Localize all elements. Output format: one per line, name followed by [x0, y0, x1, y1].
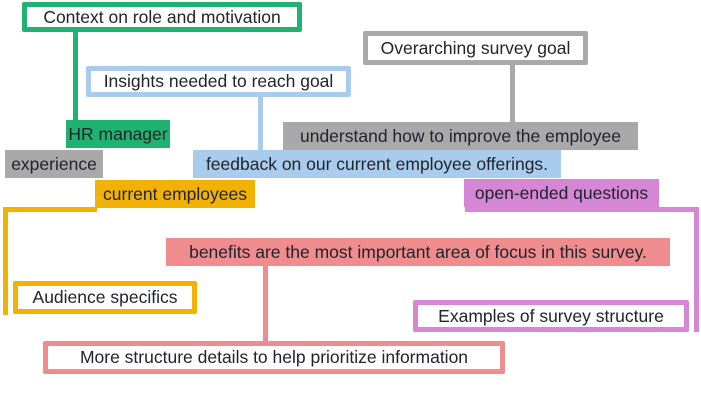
goal-connector-line [510, 64, 515, 124]
audience-connector-vline [3, 207, 8, 315]
callout-context: Context on role and motivation [22, 2, 302, 32]
callout-more-structure: More structure details to help prioritiz… [43, 341, 505, 374]
callout-more-structure-label: More structure details to help prioritiz… [79, 347, 469, 367]
callout-insights: Insights needed to reach goal [86, 66, 351, 97]
context-connector-line [73, 29, 78, 121]
callout-examples: Examples of survey structure [413, 300, 689, 332]
highlight-current-employees: current employees [95, 180, 255, 208]
insights-connector-line [258, 95, 263, 152]
highlight-hr-manager: HR manager [66, 120, 170, 148]
callout-goal: Overarching survey goal [363, 31, 588, 65]
highlight-open-ended: open-ended questions [464, 179, 659, 207]
callout-audience-label: Audience specifics [32, 287, 178, 307]
callout-goal-label: Overarching survey goal [380, 37, 571, 58]
callout-examples-label: Examples of survey structure [438, 305, 664, 326]
highlight-experience: experience [5, 150, 103, 178]
highlight-benefits: benefits are the most important area of … [166, 238, 670, 266]
callout-context-label: Context on role and motivation [43, 6, 281, 27]
examples-connector-hline [465, 207, 699, 212]
benefits-connector-line [263, 264, 268, 343]
highlight-feedback: feedback on our current employee offerin… [193, 150, 561, 178]
highlight-understand: understand how to improve the employee [283, 122, 638, 150]
callout-audience: Audience specifics [13, 281, 197, 314]
examples-connector-vline [694, 207, 699, 332]
audience-connector-hline [3, 207, 97, 212]
callout-insights-label: Insights needed to reach goal [103, 71, 334, 91]
